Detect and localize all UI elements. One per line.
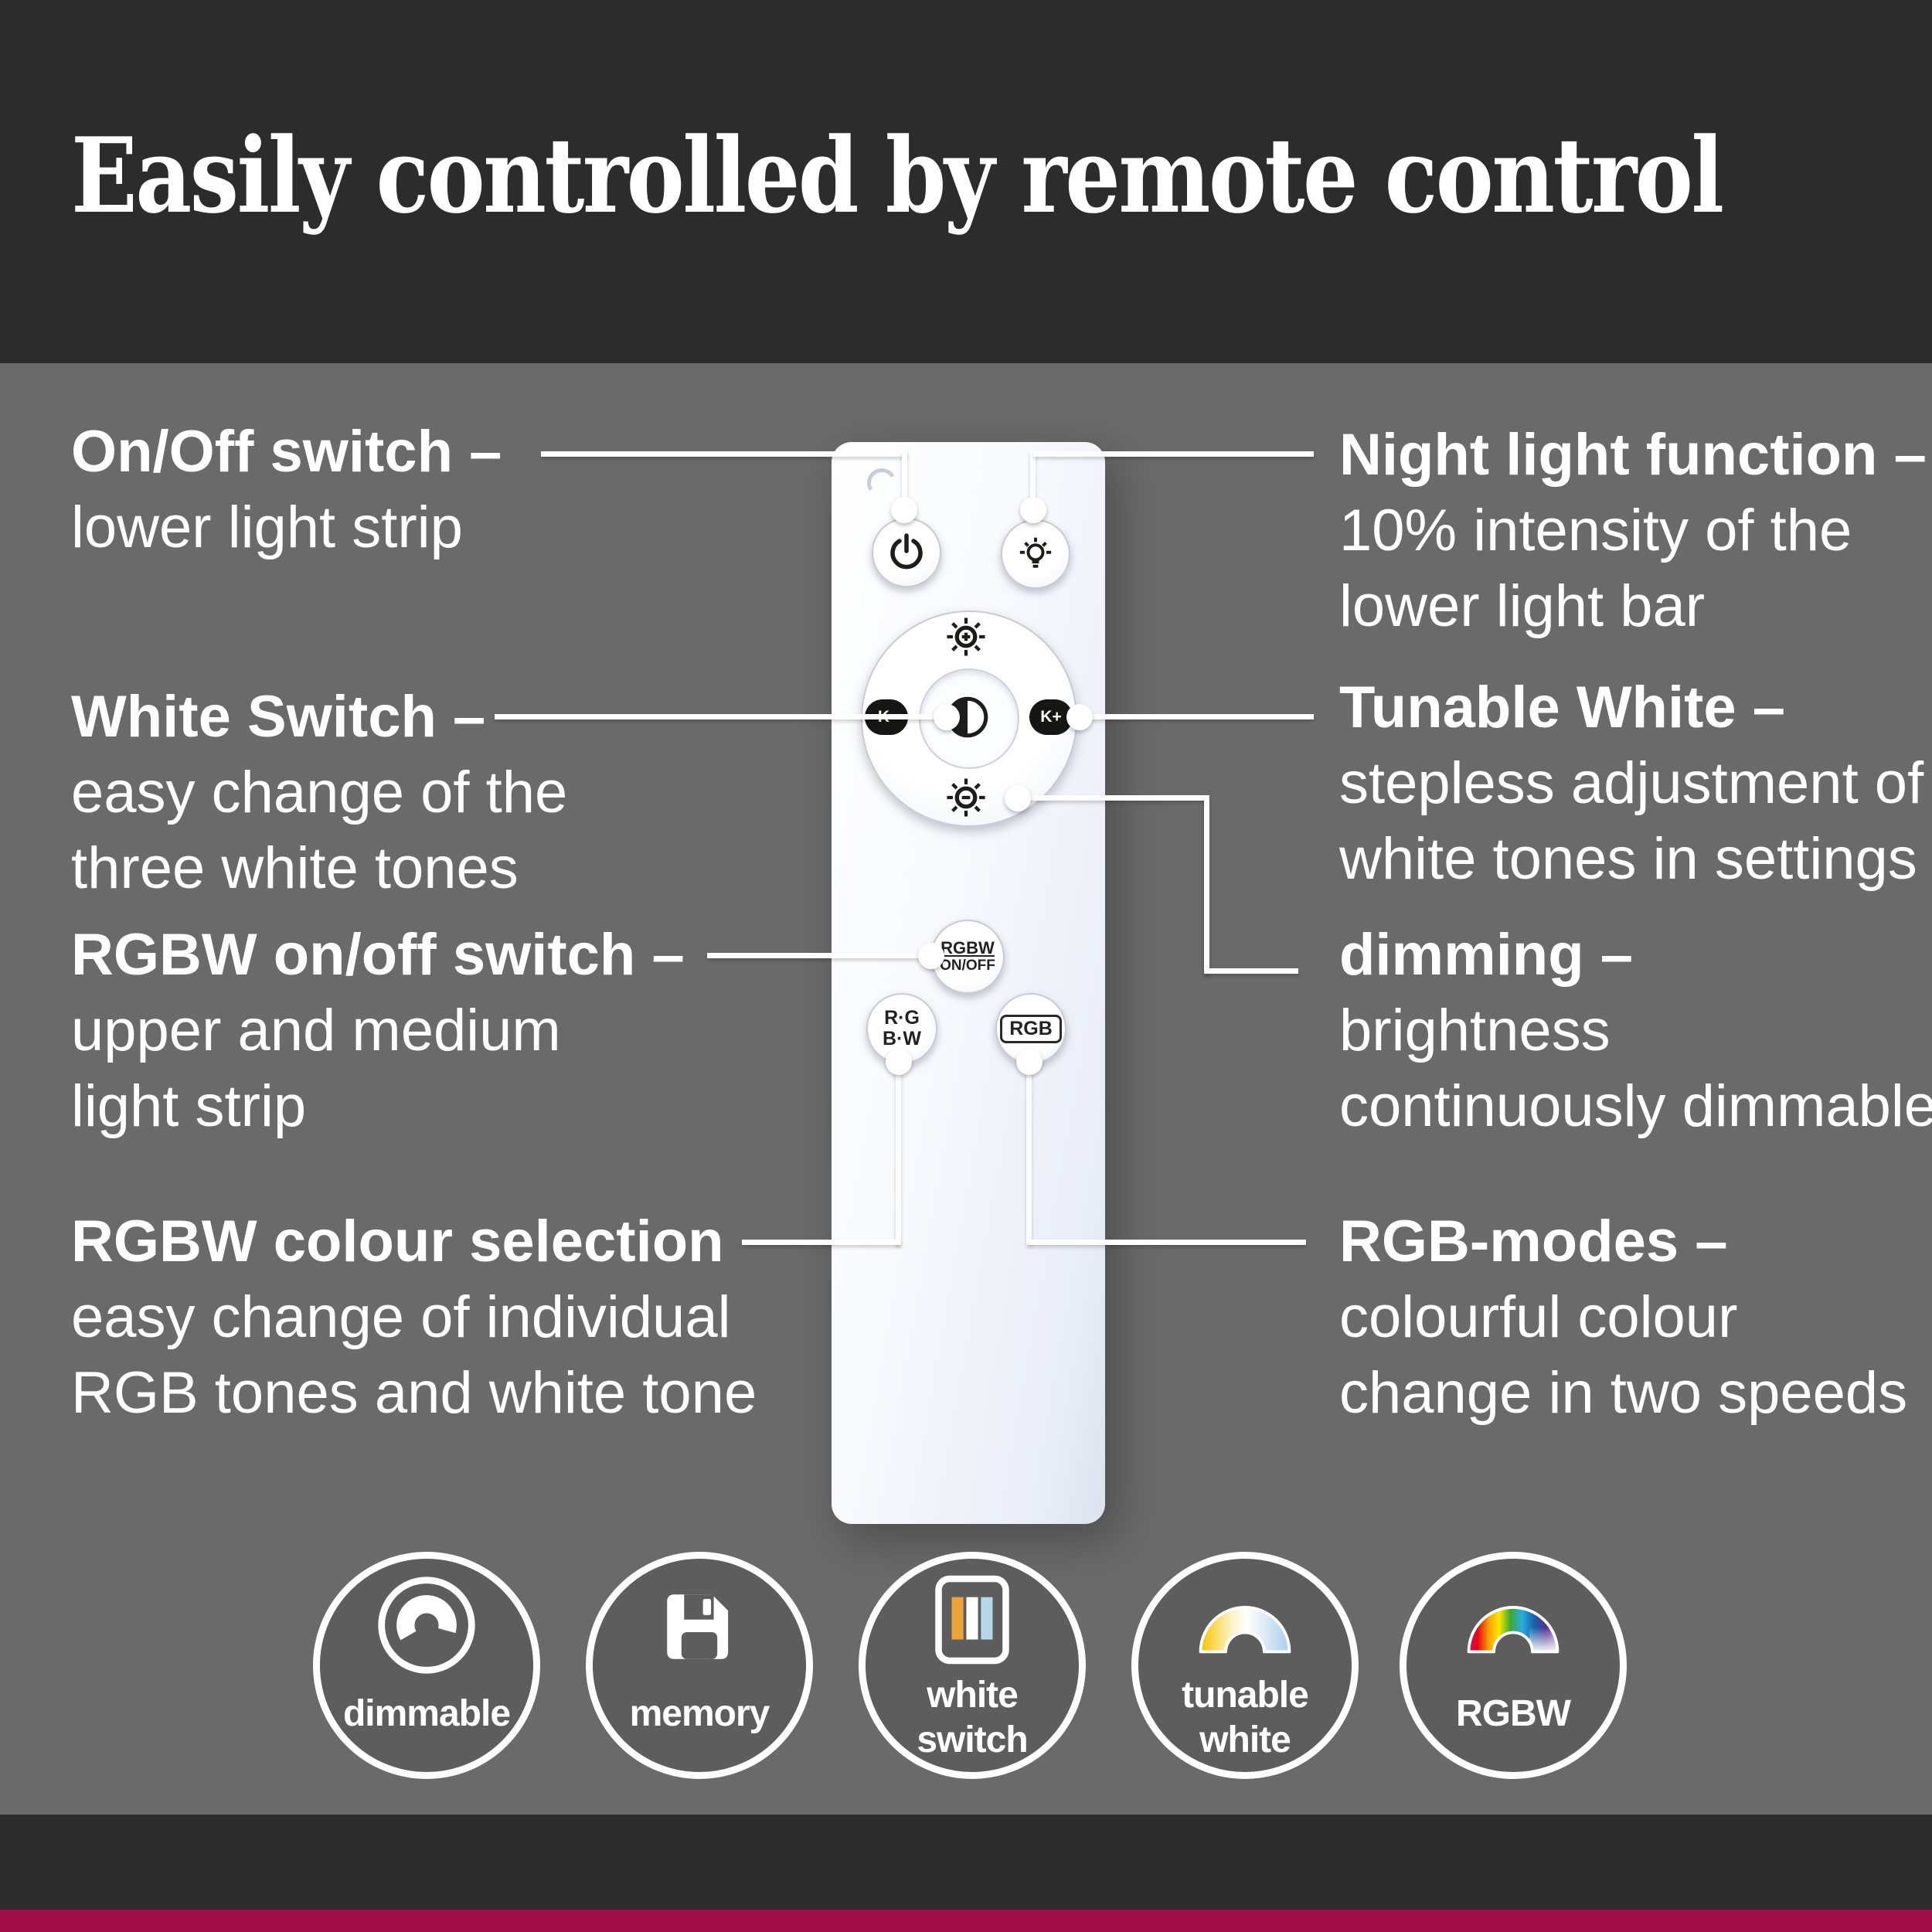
brightness-up-icon <box>947 617 985 656</box>
rgbw-onoff-label-1: RGBW <box>940 938 995 957</box>
note-line: lower light strip <box>71 495 463 560</box>
note-rgb-modes: RGB-modes – colourful colour change in t… <box>1339 1204 1907 1431</box>
night-light-button <box>1001 519 1070 589</box>
callout-dot-tunablewhite <box>1066 704 1093 730</box>
note-line: white tones in settings <box>1339 826 1917 892</box>
brightness-down-button <box>941 773 991 826</box>
badge-label-line: switch <box>917 1719 1028 1760</box>
badge-white-switch: white switch <box>859 1552 1086 1779</box>
callout-line-dimming-1 <box>1018 795 1209 801</box>
note-dimming: dimming – brightness continuously dimmab… <box>1339 917 1932 1145</box>
callout-dot-nightlight <box>1020 497 1046 523</box>
callout-line-onoff-v <box>902 451 907 510</box>
power-button <box>872 518 941 587</box>
page-title: Easily controlled by remote control <box>71 114 1724 236</box>
note-rgbw-onoff: RGBW on/off switch – upper and medium li… <box>71 917 685 1145</box>
badge-rgbw: RGBW <box>1400 1552 1627 1779</box>
callout-line-rgb-modes-v <box>1026 1062 1032 1245</box>
note-line: change in two speeds <box>1339 1360 1908 1426</box>
note-line: continuously dimmable <box>1339 1073 1932 1139</box>
night-light-bulb-icon <box>1019 537 1052 568</box>
note-line: light strip <box>71 1073 307 1139</box>
brightness-down-icon <box>947 778 985 817</box>
badge-label-line: tunable <box>1182 1675 1309 1716</box>
callout-line-rgbw-select-h <box>742 1240 901 1245</box>
note-tunable-white: Tunable White – stepless adjustment of w… <box>1339 670 1923 897</box>
badge-label: memory <box>629 1693 770 1734</box>
callout-dot-whiteswitch <box>934 704 960 730</box>
note-line: easy change of individual <box>71 1284 731 1350</box>
callout-line-onoff <box>541 451 907 457</box>
badge-tunable-white: tunable white <box>1131 1552 1359 1779</box>
note-line: stepless adjustment of <box>1339 750 1924 816</box>
rgbw-select-label-2: B·W <box>883 1028 921 1049</box>
note-line: easy change of the <box>71 760 568 825</box>
note-line: colourful colour <box>1339 1284 1738 1350</box>
note-heading: Night light function – <box>1339 422 1927 488</box>
badge-label: white switch <box>866 1673 1079 1763</box>
rgbw-onoff-label-2: ON/OFF <box>940 957 995 974</box>
brightness-up-button <box>941 612 991 665</box>
note-line: three white tones <box>71 835 519 901</box>
callout-dot-rgbw-onoff <box>918 943 944 969</box>
callout-line-dimming-3 <box>1204 968 1298 974</box>
note-heading: RGBW colour selection <box>71 1209 724 1274</box>
badge-label-line: white <box>927 1675 1019 1716</box>
note-line: 10% intensity of the <box>1339 498 1852 563</box>
callout-dot-rgbw-select <box>886 1049 912 1075</box>
callout-line-whiteswitch <box>495 714 947 719</box>
rgbw-arch-icon <box>1461 1588 1565 1663</box>
callout-line-dimming-2 <box>1204 795 1209 974</box>
note-heading: dimming – <box>1339 922 1634 988</box>
floppy-disk-icon <box>655 1582 744 1675</box>
badge-label-line: white <box>1199 1719 1291 1760</box>
badge-dimmable: dimmable <box>313 1552 540 1779</box>
note-heading: Tunable White – <box>1339 675 1786 740</box>
kelvin-plus-label: K+ <box>1040 708 1062 726</box>
callout-dot-rgb-modes <box>1016 1049 1043 1075</box>
badge-label: dimmable <box>342 1693 511 1734</box>
note-line: RGB tones and white tone <box>71 1360 757 1426</box>
footer-band <box>0 1815 1932 1910</box>
badge-label: tunable white <box>1138 1673 1352 1763</box>
power-icon <box>890 533 923 570</box>
callout-line-nightlight <box>1033 451 1314 457</box>
callout-line-rgb-modes-h <box>1029 1240 1306 1245</box>
callout-line-rgbw-onoff <box>707 953 931 958</box>
footer-accent-stripe <box>0 1910 1932 1932</box>
note-line: lower light bar <box>1339 573 1706 639</box>
rgbw-onoff-button: RGBW ON/OFF <box>930 920 1005 994</box>
callout-dot-onoff <box>891 497 917 523</box>
callout-line-nightlight-v <box>1030 451 1036 512</box>
rgb-modes-button: RGB <box>995 993 1066 1064</box>
note-line: brightness <box>1339 998 1611 1063</box>
callout-line-tunablewhite <box>1080 714 1314 719</box>
note-white-switch: White Switch – easy change of the three … <box>71 679 567 906</box>
dimmer-dial-icon <box>374 1573 479 1682</box>
badge-memory: memory <box>586 1552 813 1779</box>
note-heading: On/Off switch – <box>71 419 502 485</box>
rgb-label: RGB <box>1000 1014 1062 1043</box>
callout-dot-dimming <box>1005 785 1031 811</box>
note-line: upper and medium <box>71 998 561 1063</box>
note-rgbw-colour-selection: RGBW colour selection easy change of ind… <box>71 1204 757 1431</box>
header-band <box>0 0 1932 363</box>
note-heading: RGB-modes – <box>1339 1209 1728 1274</box>
note-heading: White Switch – <box>71 684 486 750</box>
kelvin-plus-button: K+ <box>1029 699 1073 735</box>
note-night-light: Night light function – 10% intensity of … <box>1339 417 1927 645</box>
tunable-white-arch-icon <box>1193 1588 1297 1663</box>
badge-label: RGBW <box>1456 1693 1571 1734</box>
rgbw-select-label-1: R·G <box>884 1007 920 1029</box>
white-switch-bars-icon <box>932 1571 1012 1672</box>
note-onoff-switch: On/Off switch – lower light strip <box>71 414 502 566</box>
callout-line-rgbw-select-v <box>896 1062 901 1245</box>
note-heading: RGBW on/off switch – <box>71 922 685 988</box>
